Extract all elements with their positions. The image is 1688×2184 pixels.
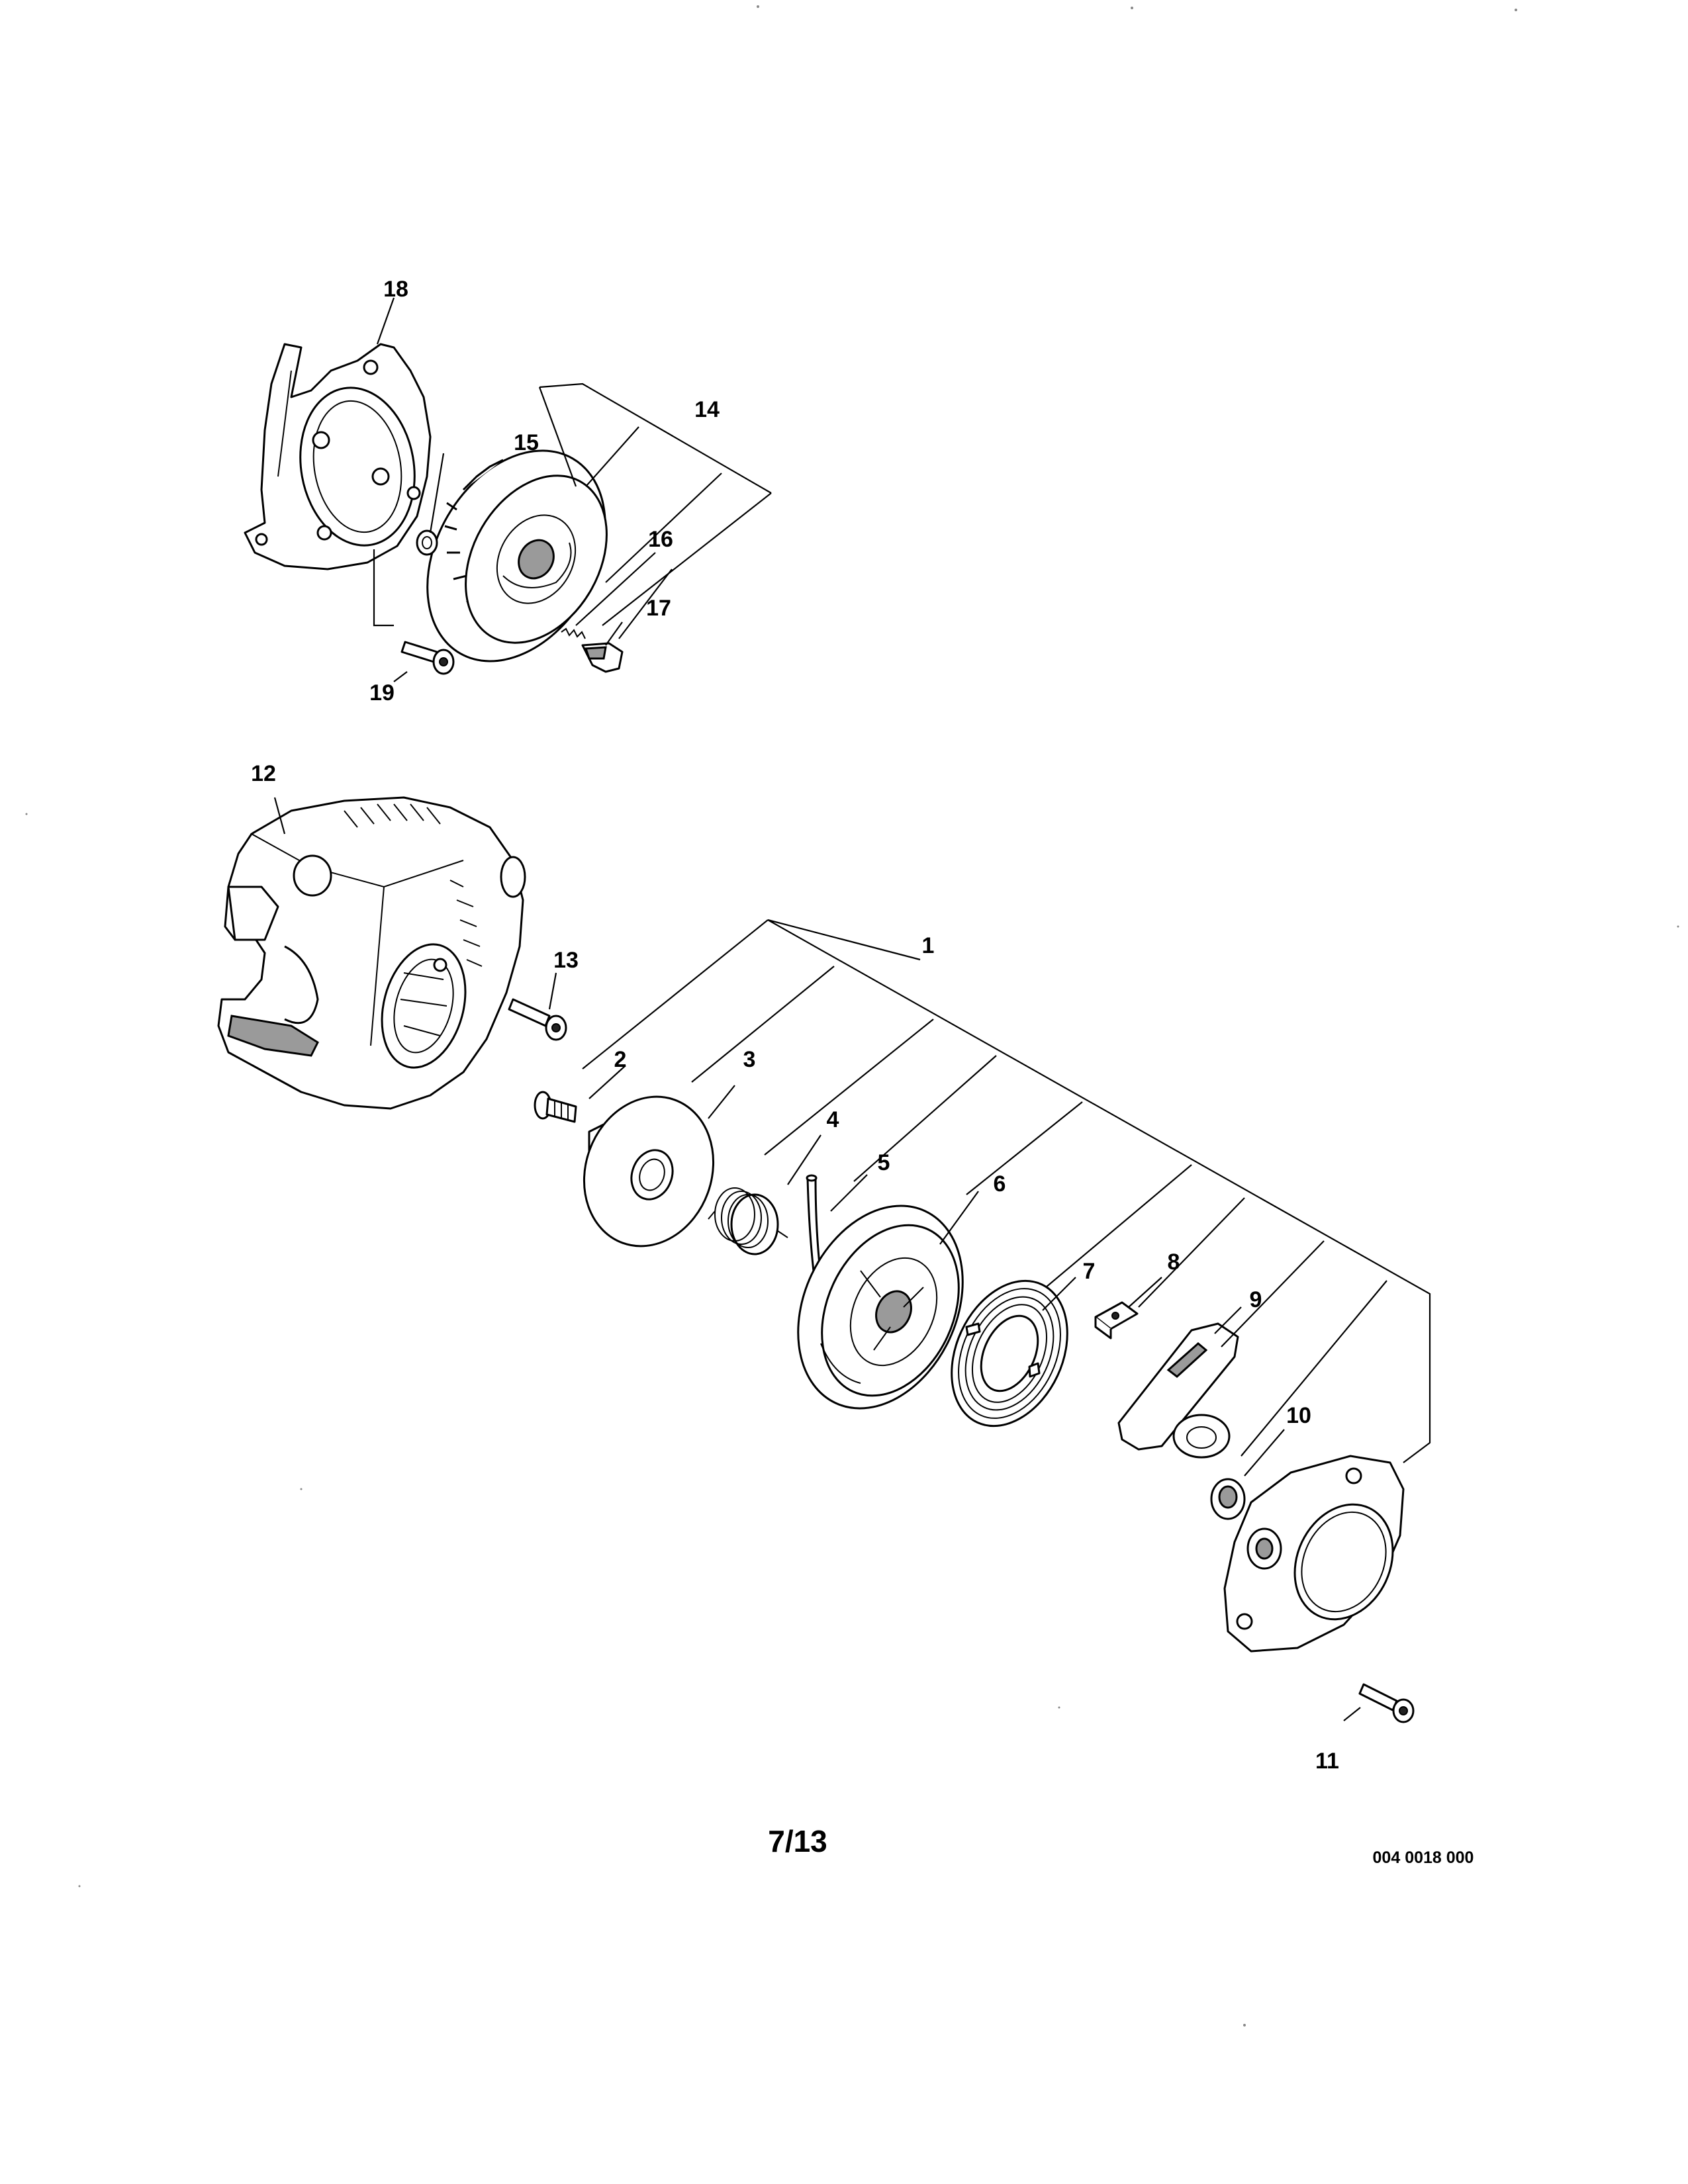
part-12-fan-housing [217,796,526,1110]
part-11-screw [1358,1683,1415,1723]
callout-6: 6 [994,1171,1006,1197]
bottom-leader-lines [273,797,1431,1721]
part-14-flywheel [426,449,608,662]
callout-labels: 18 14 15 16 17 19 12 13 1 2 3 4 5 6 7 8 … [251,277,1339,1774]
callout-11: 11 [1315,1749,1339,1774]
callout-9: 9 [1250,1287,1262,1312]
part-18-fan-shroud [244,343,432,570]
drawing-code: 004 0018 000 [1373,1848,1474,1867]
callout-8: 8 [1168,1250,1180,1275]
callout-5: 5 [878,1150,890,1175]
part-19-screw [400,641,455,675]
callout-17: 17 [646,596,671,621]
page-number: 7/13 [768,1824,827,1858]
callout-1: 1 [922,933,935,958]
part-3-pulley [583,1095,715,1248]
part-15-nut [416,529,438,556]
callout-15: 15 [514,430,539,455]
callout-13: 13 [553,948,579,973]
part-13-screw [508,998,567,1041]
part-2-screw [534,1091,577,1123]
part-9-handle [1117,1322,1239,1459]
part-10-grommet [1210,1478,1246,1520]
callout-3: 3 [743,1047,756,1072]
top-leader-lines [373,297,772,682]
callout-18: 18 [383,277,408,302]
callout-14: 14 [694,397,720,422]
callout-19: 19 [369,680,395,705]
part-starter-cover [1223,1455,1405,1653]
callout-10: 10 [1286,1403,1311,1428]
callout-2: 2 [614,1047,627,1072]
callout-12: 12 [251,761,276,786]
callout-16: 16 [648,527,673,552]
callout-7: 7 [1083,1259,1096,1284]
part-4-spring [708,1187,788,1255]
part-6-rope-rotor [797,1205,964,1410]
part-16-spring [561,627,586,639]
scan-specks [25,5,1679,2026]
part-17-pawl [581,642,624,673]
part-8-pawl [1094,1301,1139,1340]
part-7-rewind-spring [951,1279,1068,1428]
callout-4: 4 [827,1107,839,1132]
